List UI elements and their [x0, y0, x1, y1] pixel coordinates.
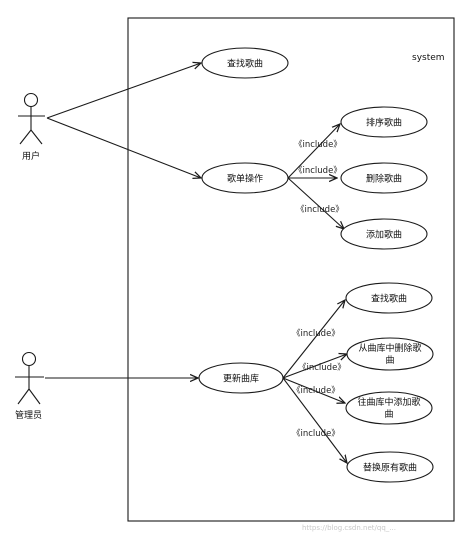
usecase-add-song-label: 添加歌曲: [366, 229, 402, 241]
usecase-playlist-ops[interactable]: 歌单操作: [201, 162, 289, 194]
include-lib-find: [282, 300, 345, 379]
usecase-find-song[interactable]: 查找歌曲: [201, 47, 289, 79]
usecase-lib-find-song-label: 查找歌曲: [371, 293, 407, 305]
actor-user-head: [23, 92, 39, 108]
usecase-delete-song-label: 删除歌曲: [366, 173, 402, 185]
actor-admin-label: 管理员: [15, 409, 42, 421]
assoc-user-playlist: [46, 117, 201, 178]
usecase-lib-add-song[interactable]: 往曲库中添加歌 曲: [345, 391, 433, 425]
include-lib-delete: [282, 354, 347, 379]
include-lib-add: [282, 377, 345, 403]
usecase-playlist-ops-label: 歌单操作: [227, 173, 263, 185]
include-add: [287, 177, 344, 229]
actor-admin-head: [21, 351, 37, 367]
watermark-text: https://blog.csdn.net/qq_...: [302, 524, 396, 532]
usecase-sort-songs-label: 排序歌曲: [366, 117, 402, 129]
include-label-lib-delete: 《include》: [298, 363, 346, 373]
usecase-sort-songs[interactable]: 排序歌曲: [340, 106, 428, 138]
include-label-add: 《include》: [296, 205, 344, 215]
include-label-lib-find: 《include》: [292, 329, 340, 339]
usecase-lib-delete-song[interactable]: 从曲库中删除歌 曲: [346, 337, 434, 371]
usecase-lib-find-song[interactable]: 查找歌曲: [345, 282, 433, 314]
usecase-lib-add-song-label-2: 曲: [384, 409, 393, 420]
include-label-delete: 《include》: [294, 166, 342, 176]
actor-admin[interactable]: 管理员: [15, 351, 44, 422]
usecase-lib-delete-song-label-2: 曲: [385, 355, 394, 366]
include-sort: [287, 124, 340, 179]
usecase-replace-song[interactable]: 替换原有歌曲: [346, 451, 434, 483]
include-label-replace: 《include》: [292, 429, 340, 439]
actor-user-label: 用户: [22, 150, 40, 162]
system-boundary: [127, 17, 455, 522]
include-replace: [282, 377, 347, 463]
usecase-lib-add-song-label-1: 往曲库中添加歌: [357, 396, 420, 408]
usecase-lib-delete-song-label-1: 从曲库中删除歌: [358, 342, 421, 354]
usecase-delete-song[interactable]: 删除歌曲: [340, 162, 428, 194]
usecase-update-library[interactable]: 更新曲库: [198, 362, 284, 394]
include-label-lib-add: 《include》: [292, 386, 340, 396]
usecase-find-song-label: 查找歌曲: [227, 58, 263, 70]
usecase-add-song[interactable]: 添加歌曲: [340, 218, 428, 250]
actor-user[interactable]: 用户: [18, 92, 45, 163]
include-label-sort: 《include》: [294, 140, 342, 150]
usecase-update-library-label: 更新曲库: [223, 373, 259, 385]
assoc-user-find: [46, 63, 201, 119]
usecase-replace-song-label: 替换原有歌曲: [363, 462, 417, 474]
system-label: system: [412, 53, 445, 63]
